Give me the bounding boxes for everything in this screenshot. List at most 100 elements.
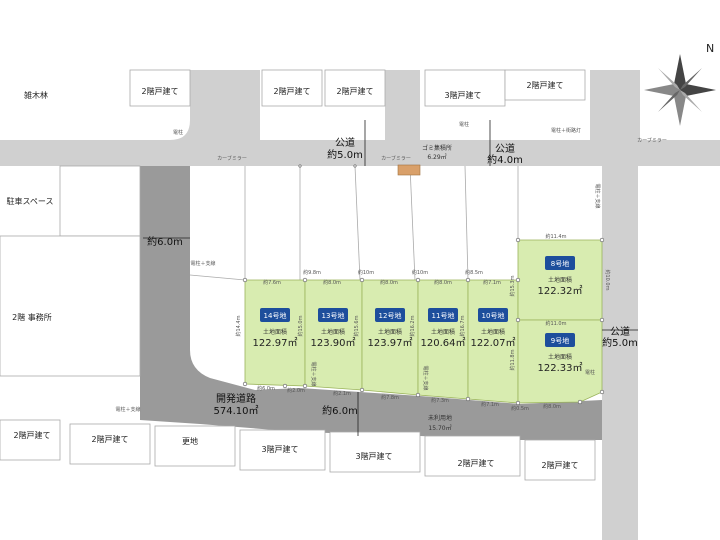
dim-side-10: 約16.7m bbox=[459, 315, 466, 336]
top-buildings bbox=[129, 69, 586, 107]
building-label-3: 2階戸建て bbox=[336, 86, 373, 96]
dim-width-8: 約11.4m bbox=[545, 233, 566, 240]
dim-top-13: 約10m bbox=[358, 269, 374, 276]
lot-14-area: 122.97㎡ bbox=[253, 337, 298, 349]
lot-14-label: 14号地 土地面積 122.97㎡ bbox=[253, 308, 298, 349]
woods-label: 雑木林 bbox=[24, 90, 48, 100]
dim-bottom-11: 約7.8m bbox=[381, 394, 399, 401]
top-public-road bbox=[0, 140, 720, 166]
utility-pole-2: 電柱 bbox=[459, 121, 469, 128]
bottom-building-1 bbox=[0, 419, 61, 461]
lot-9-number: 9号地 bbox=[551, 336, 569, 345]
garbage-station bbox=[397, 164, 421, 176]
garbage-station-area: 6.29㎡ bbox=[427, 153, 446, 161]
pole-support-1: 電柱＋支線 bbox=[190, 260, 215, 267]
top-road-branch-left bbox=[170, 70, 260, 140]
dim-bottom-10: 約7.1m bbox=[481, 401, 499, 408]
utility-pole-streetlight: 電柱＋街路灯 bbox=[551, 127, 581, 134]
garbage-station-label: ゴミ集積所 6.29㎡ bbox=[422, 144, 452, 161]
dim-bottom-14: 約6.0m bbox=[257, 385, 275, 392]
building-label-1: 2階戸建て bbox=[141, 86, 178, 96]
lot-13-area-caption: 土地面積 bbox=[321, 328, 345, 336]
lot-10-area: 122.07㎡ bbox=[471, 337, 516, 349]
garbage-station-name: ゴミ集積所 bbox=[422, 144, 452, 152]
dim-front-11: 約8.0m bbox=[434, 279, 452, 286]
utility-labels: 電柱 電柱 電柱＋街路灯 カーブミラー カーブミラー カーブミラー 電柱＋支線 … bbox=[115, 121, 666, 413]
bottom-building-2 bbox=[69, 423, 151, 465]
lot-labels: 14号地 土地面積 122.97㎡ 13号地 土地面積 123.90㎡ 12号地… bbox=[253, 256, 583, 374]
unused-land-name: 未利用地 bbox=[428, 414, 452, 422]
building-label-2: 2階戸建て bbox=[273, 86, 310, 96]
lot-13-area: 123.90㎡ bbox=[311, 337, 356, 349]
pole-support-4: 電柱＋支線 bbox=[310, 361, 317, 386]
dim-front-12: 約8.0m bbox=[380, 279, 398, 286]
dimension-arrows bbox=[143, 120, 638, 436]
lot-13-number: 13号地 bbox=[322, 311, 345, 320]
dim-front-10: 約7.1m bbox=[483, 279, 501, 286]
compass-north-label: N bbox=[706, 42, 714, 55]
curve-mirror-3: カーブミラー bbox=[637, 137, 667, 144]
building-label-8: 3階戸建て bbox=[261, 444, 298, 454]
right-road-name: 公道 bbox=[610, 325, 630, 338]
right-road-width: 約5.0m bbox=[602, 336, 638, 349]
lot-11-number: 11号地 bbox=[432, 311, 455, 320]
dim-side-12: 約15.6m bbox=[353, 315, 360, 336]
lot-12-number: 12号地 bbox=[379, 311, 402, 320]
dim-side-10b: 約15.3m bbox=[509, 275, 516, 296]
lot-12-label: 12号地 土地面積 123.97㎡ bbox=[368, 308, 413, 349]
lot-8-label: 8号地 土地面積 122.32㎡ bbox=[538, 256, 583, 297]
top-road-name: 公道 bbox=[335, 136, 355, 149]
top-road-branch-mid bbox=[385, 70, 420, 140]
top-right-road-width: 約4.0m bbox=[487, 153, 523, 166]
dimension-labels: 約7.6m 約9.8m 約8.0m 約10m 約8.0m 約10m 約8.0m … bbox=[235, 233, 611, 412]
lot-14-area-caption: 土地面積 bbox=[263, 328, 287, 336]
dim-front-14: 約7.6m bbox=[263, 279, 281, 286]
lot-12-area-caption: 土地面積 bbox=[378, 328, 402, 336]
development-road-area: 574.10㎡ bbox=[214, 405, 259, 417]
unused-land-area: 15.70㎡ bbox=[428, 424, 451, 432]
development-road bbox=[140, 166, 602, 440]
pole-support-5: 電柱＋支線 bbox=[422, 365, 429, 390]
right-public-road bbox=[602, 166, 638, 540]
bottom-building-3 bbox=[239, 429, 326, 471]
dim-bottom-13: 約2.0m bbox=[287, 387, 305, 394]
office-building bbox=[0, 235, 141, 377]
lot-11-label: 11号地 土地面積 120.64㎡ bbox=[421, 308, 466, 349]
building-label-10: 2階戸建て bbox=[457, 458, 494, 468]
curve-mirror-1: カーブミラー bbox=[217, 155, 247, 162]
building-label-4: 3階戸建て bbox=[444, 90, 481, 100]
dim-side-9: 約11.8m bbox=[509, 349, 516, 370]
top-building-2 bbox=[261, 69, 323, 107]
dim-top-10: 約8.5m bbox=[465, 269, 483, 276]
lot-9-area: 122.33㎡ bbox=[538, 362, 583, 374]
building-label-5: 2階戸建て bbox=[526, 80, 563, 90]
building-label-9: 3階戸建て bbox=[355, 451, 392, 461]
vacant-label: 更地 bbox=[182, 436, 198, 446]
left-road-width: 約6.0m bbox=[147, 235, 183, 248]
lot-8-number: 8号地 bbox=[551, 259, 569, 268]
lot-9-label: 9号地 土地面積 122.33㎡ bbox=[538, 333, 583, 374]
building-label-7: 2階戸建て bbox=[91, 434, 128, 444]
top-road-width: 約5.0m bbox=[327, 148, 363, 161]
lot-9-area-caption: 土地面積 bbox=[548, 353, 572, 361]
lot-14-number: 14号地 bbox=[264, 311, 287, 320]
pole-support-3: 電柱＋支線 bbox=[594, 183, 601, 208]
vacant-lot bbox=[154, 425, 236, 467]
dim-top-11: 約10m bbox=[412, 269, 428, 276]
dim-bottom-10b: 約0.5m bbox=[511, 405, 529, 412]
dim-side-8: 約10.0m bbox=[604, 269, 611, 290]
utility-pole-1: 電柱 bbox=[173, 129, 183, 136]
lot-12-area: 123.97㎡ bbox=[368, 337, 413, 349]
dim-side-14: 約14.4m bbox=[235, 315, 242, 336]
top-road-branch-right bbox=[590, 70, 640, 140]
lot-8-area-caption: 土地面積 bbox=[548, 276, 572, 284]
office-label: 2階 事務所 bbox=[12, 312, 52, 322]
lot-10-label: 10号地 土地面積 122.07㎡ bbox=[471, 308, 516, 349]
dim-top-14: 約9.8m bbox=[303, 269, 321, 276]
lot-11-area: 120.64㎡ bbox=[421, 337, 466, 349]
top-building-5 bbox=[504, 69, 586, 101]
top-building-4 bbox=[424, 69, 506, 107]
dim-width-9b: 約8.0m bbox=[543, 403, 561, 410]
top-right-road-name: 公道 bbox=[495, 142, 515, 155]
